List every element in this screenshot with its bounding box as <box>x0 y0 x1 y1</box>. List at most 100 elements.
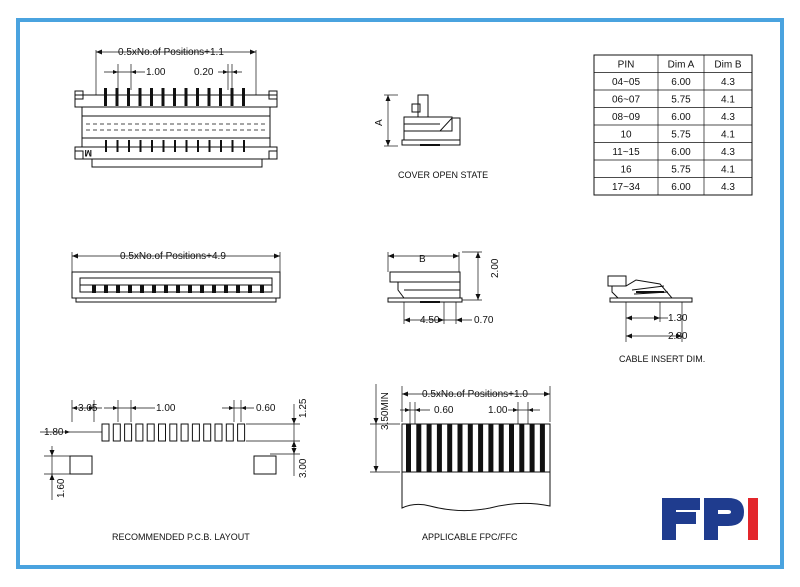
dim-b-label: B <box>419 254 426 265</box>
table-cell: 16 <box>620 164 632 175</box>
top-pin <box>184 88 188 106</box>
dim-insert-1: 1.30 <box>668 313 688 324</box>
table-header: Dim A <box>668 59 695 70</box>
caption-cable-insert: CABLE INSERT DIM. <box>619 354 705 364</box>
top-pin <box>150 88 153 106</box>
table-cell: 06~07 <box>612 94 641 105</box>
table-cell: 4.3 <box>721 112 735 123</box>
fpc-trace <box>488 424 494 472</box>
top-pin <box>242 88 245 106</box>
table-cell: 4.3 <box>721 147 735 158</box>
pcb-pad <box>237 423 246 442</box>
pcb-pad <box>191 423 200 442</box>
pcb-pad <box>225 423 234 442</box>
table-cell: 6.00 <box>671 147 691 158</box>
top-pin <box>104 88 107 106</box>
svg-text:M: M <box>85 148 93 158</box>
front-pin <box>176 285 180 293</box>
dim-pcb-5: 1.80 <box>44 427 64 438</box>
front-pin <box>248 285 252 293</box>
cover-open-view: A COVER OPEN STATE <box>374 94 488 180</box>
dim-side-w1: 4.50 <box>420 315 440 326</box>
dim-pcb-1: 3.05 <box>78 403 98 414</box>
fpc-trace <box>519 424 525 472</box>
table-cell: 5.75 <box>671 164 691 175</box>
front-pin <box>92 285 96 293</box>
top-pin-lower <box>185 140 188 152</box>
table-cell: 4.1 <box>721 164 735 175</box>
top-pin-lower <box>197 140 199 152</box>
pcb-pad <box>135 423 144 442</box>
top-view: 0.5xNo.of Positions+1.1 1.00 0.20 M <box>74 47 278 168</box>
dim-top-pin: 0.20 <box>194 67 214 78</box>
dim-pcb-7: 1.60 <box>56 478 67 498</box>
front-pin <box>260 285 264 293</box>
table-cell: 10 <box>620 129 632 140</box>
top-pin-lower <box>231 140 234 152</box>
table-cell: 4.3 <box>721 182 735 193</box>
front-pin <box>128 285 132 293</box>
pcb-pad <box>112 423 121 442</box>
table-cell: 6.00 <box>671 182 691 193</box>
fpc-trace <box>478 424 484 472</box>
dim-table: PIN Dim A Dim B 04~05 6.00 4.3 06~07 5.75 4.1 08~… <box>593 54 753 196</box>
top-pin-lower <box>162 140 165 152</box>
dim-pcb-4: 1.25 <box>298 398 309 418</box>
pcb-pad <box>124 423 133 442</box>
dim-fpc-min: 3.50MIN <box>380 392 391 430</box>
table-header: PIN <box>618 59 635 70</box>
cable-insert-view: 1.30 2.80 CABLE INSERT DIM. <box>607 275 705 364</box>
sheet-border <box>16 18 784 569</box>
top-pin-lower <box>243 140 245 152</box>
top-pin-lower <box>151 140 153 152</box>
pcb-pad <box>101 423 110 442</box>
top-pin <box>161 88 165 106</box>
fpc-trace <box>406 424 411 472</box>
dim-fpc-2: 1.00 <box>488 405 508 416</box>
front-pin <box>164 285 168 293</box>
top-pin-lower <box>139 140 142 152</box>
top-pin <box>138 88 142 106</box>
fpc-trace <box>416 424 422 472</box>
front-pin <box>104 285 108 293</box>
front-pin <box>212 285 216 293</box>
table-header: Dim B <box>714 59 742 70</box>
table-cell: 11~15 <box>612 147 640 158</box>
fpc-view: 0.5xNo.of Positions+1.0 0.60 1.00 3.50MI… <box>370 384 551 542</box>
pcb-pad <box>214 423 223 442</box>
caption-cover-open: COVER OPEN STATE <box>398 170 488 180</box>
pcb-pad <box>146 423 155 442</box>
table-cell: 4.3 <box>721 77 735 88</box>
fpc-trace <box>447 424 453 472</box>
dim-a-label: A <box>374 119 385 126</box>
table-cell: 08~09 <box>612 112 641 123</box>
table-cell: 5.75 <box>671 129 691 140</box>
fpc-trace <box>498 424 504 472</box>
front-view: 0.5xNo.of Positions+4.9 <box>71 251 281 303</box>
top-pin-lower <box>105 140 107 152</box>
table-cell: 6.00 <box>671 77 691 88</box>
dim-fpc-width: 0.5xNo.of Positions+1.0 <box>422 389 528 400</box>
top-pin-lower <box>116 140 119 152</box>
top-pin <box>115 88 119 106</box>
dim-fpc-1: 0.60 <box>434 405 454 416</box>
front-pin <box>236 285 240 293</box>
table-cell: 6.00 <box>671 112 691 123</box>
caption-fpc: APPLICABLE FPC/FFC <box>422 532 518 542</box>
pcb-pad <box>158 423 166 442</box>
front-pin <box>188 285 192 293</box>
table-cell: 04~05 <box>612 77 641 88</box>
top-pin <box>127 88 130 106</box>
dim-pcb-2: 1.00 <box>156 403 176 414</box>
fpc-trace <box>467 424 473 472</box>
top-pin <box>219 88 222 106</box>
top-pin <box>196 88 199 106</box>
top-pin-lower <box>174 140 176 152</box>
caption-pcb-layout: RECOMMENDED P.C.B. LAYOUT <box>112 532 250 542</box>
fpc-trace <box>426 424 432 472</box>
dim-pcb-3: 0.60 <box>256 403 276 414</box>
dim-side-h: 2.00 <box>490 258 501 278</box>
table-cell: 4.1 <box>721 94 735 105</box>
pcb-pad <box>203 423 212 442</box>
front-pin <box>116 285 120 293</box>
